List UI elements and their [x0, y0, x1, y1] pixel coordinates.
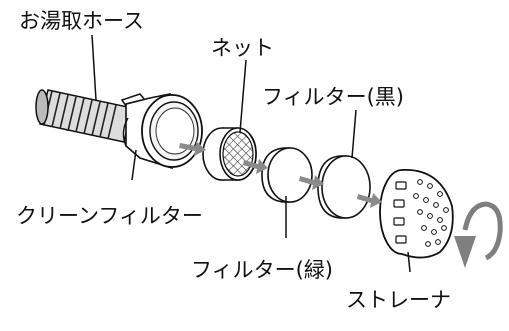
- label-filter-green: フィルター(緑): [191, 258, 333, 282]
- arrow-icon: [299, 175, 324, 190]
- label-strainer: ストレーナ: [346, 288, 451, 312]
- bath-hose: [35, 89, 133, 143]
- hose-connector: [120, 93, 203, 170]
- curved-rotation-arrow-icon: [454, 201, 503, 268]
- label-bath-hose: お湯取ホース: [19, 9, 144, 33]
- strainer-part: [379, 169, 454, 259]
- filter-black-part: [317, 155, 371, 219]
- label-clean-filter: クリーンフィルター: [16, 204, 203, 228]
- label-net: ネット: [211, 36, 274, 60]
- net-part: [202, 127, 257, 181]
- filter-green-part: [261, 147, 313, 203]
- label-filter-black: フィルター(黒): [262, 85, 404, 109]
- leader-lines: [91, 34, 411, 273]
- assembly-arrows: [179, 141, 382, 208]
- arrow-icon: [243, 159, 268, 174]
- arrow-icon: [179, 141, 206, 156]
- arrow-icon: [357, 193, 382, 208]
